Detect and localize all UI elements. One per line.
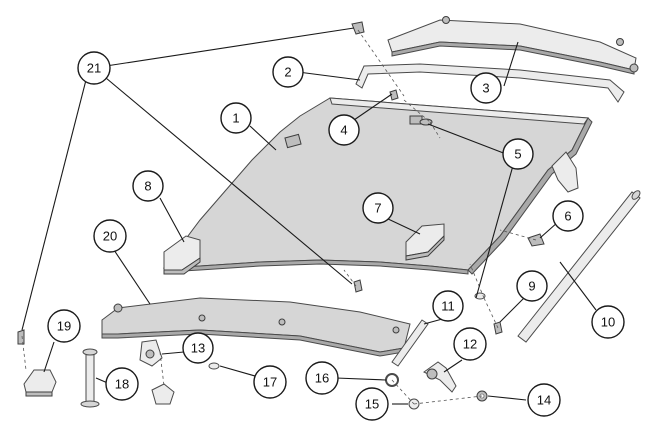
callout-circle-15 (355, 387, 389, 421)
callout-15: 15 (355, 387, 389, 421)
callout-label-18: 18 (115, 377, 129, 392)
callout-circle-10 (591, 305, 625, 339)
callout-circle-19 (47, 309, 81, 343)
callout-label-17: 17 (263, 375, 277, 390)
callout-label-19: 19 (57, 319, 71, 334)
part-20-lower-trim (101, 297, 411, 357)
callout-circle-18 (105, 367, 139, 401)
callout-label-7: 7 (374, 201, 381, 216)
callout-label-15: 15 (365, 397, 379, 412)
callout-circle-9 (516, 270, 548, 302)
callout-16: 16 (305, 361, 339, 395)
callout-circle-16 (305, 361, 339, 395)
callout-label-20: 20 (103, 229, 117, 244)
callout-label-8: 8 (144, 179, 151, 194)
part-13-clip (139, 339, 163, 367)
callout-label-16: 16 (315, 371, 329, 386)
part-21-fastener-top (351, 21, 365, 35)
part-21-fastener-left (17, 329, 25, 345)
callout-circle-11 (432, 290, 464, 322)
callout-label-11: 11 (441, 299, 455, 314)
callout-label-4: 4 (340, 123, 347, 138)
callout-circle-7 (362, 192, 394, 224)
callout-17: 17 (253, 365, 287, 399)
part-17-button (208, 362, 220, 370)
callout-1: 1 (220, 102, 252, 134)
callout-7: 7 (362, 192, 394, 224)
part-side-mount (551, 151, 579, 193)
part-21-fastener-mid (353, 279, 363, 293)
part-4-screw (389, 89, 399, 101)
callout-label-6: 6 (564, 209, 571, 224)
callout-13: 13 (182, 332, 214, 364)
callout-label-2: 2 (284, 65, 291, 80)
callout-20: 20 (93, 219, 127, 253)
callout-circle-17 (253, 365, 287, 399)
part-11-pin (391, 319, 429, 367)
part-5-clip (419, 118, 433, 126)
assembly-lines (21, 29, 537, 405)
part-3-upper-trim (387, 16, 639, 75)
part-7-sun-visor-right (405, 223, 445, 261)
callout-circle-21 (77, 51, 111, 85)
callout-label-10: 10 (601, 315, 615, 330)
part-10-rod (517, 190, 641, 343)
callout-label-1: 1 (232, 111, 239, 126)
callout-6: 6 (552, 200, 584, 232)
callout-circle-2 (272, 56, 304, 88)
part-2-trim-strip (355, 63, 625, 103)
part-8-sun-visor-left (163, 235, 201, 275)
callout-label-12: 12 (463, 337, 477, 352)
callout-circle-14 (527, 383, 561, 417)
part-18-push-pin (80, 348, 100, 408)
part-12-hook (423, 361, 457, 393)
callout-label-14: 14 (537, 393, 551, 408)
callout-14: 14 (527, 383, 561, 417)
callout-circle-3 (470, 72, 502, 104)
part-bracket-small (151, 383, 175, 405)
callout-circle-1 (220, 102, 252, 134)
callout-11: 11 (432, 290, 464, 322)
callout-circle-13 (182, 332, 214, 364)
callout-18: 18 (105, 367, 139, 401)
callout-3: 3 (470, 72, 502, 104)
callout-label-13: 13 (191, 341, 205, 356)
callout-label-5: 5 (514, 147, 521, 162)
part-1-headliner-panel (162, 97, 593, 275)
callout-8: 8 (132, 170, 164, 202)
callout-19: 19 (47, 309, 81, 343)
callout-label-3: 3 (482, 81, 489, 96)
callout-circle-4 (328, 114, 360, 146)
callout-circle-8 (132, 170, 164, 202)
callout-10: 10 (591, 305, 625, 339)
callout-label-21: 21 (87, 61, 101, 76)
callout-5: 5 (502, 138, 534, 170)
callout-9: 9 (516, 270, 548, 302)
callout-circle-12 (453, 327, 487, 361)
callout-circle-20 (93, 219, 127, 253)
callout-4: 4 (328, 114, 360, 146)
callout-circle-5 (502, 138, 534, 170)
callout-label-9: 9 (528, 279, 535, 294)
callout-12: 12 (453, 327, 487, 361)
part-19-base-clip (23, 369, 57, 397)
callout-circle-6 (552, 200, 584, 232)
callout-21: 21 (77, 51, 111, 85)
callout-2: 2 (272, 56, 304, 88)
